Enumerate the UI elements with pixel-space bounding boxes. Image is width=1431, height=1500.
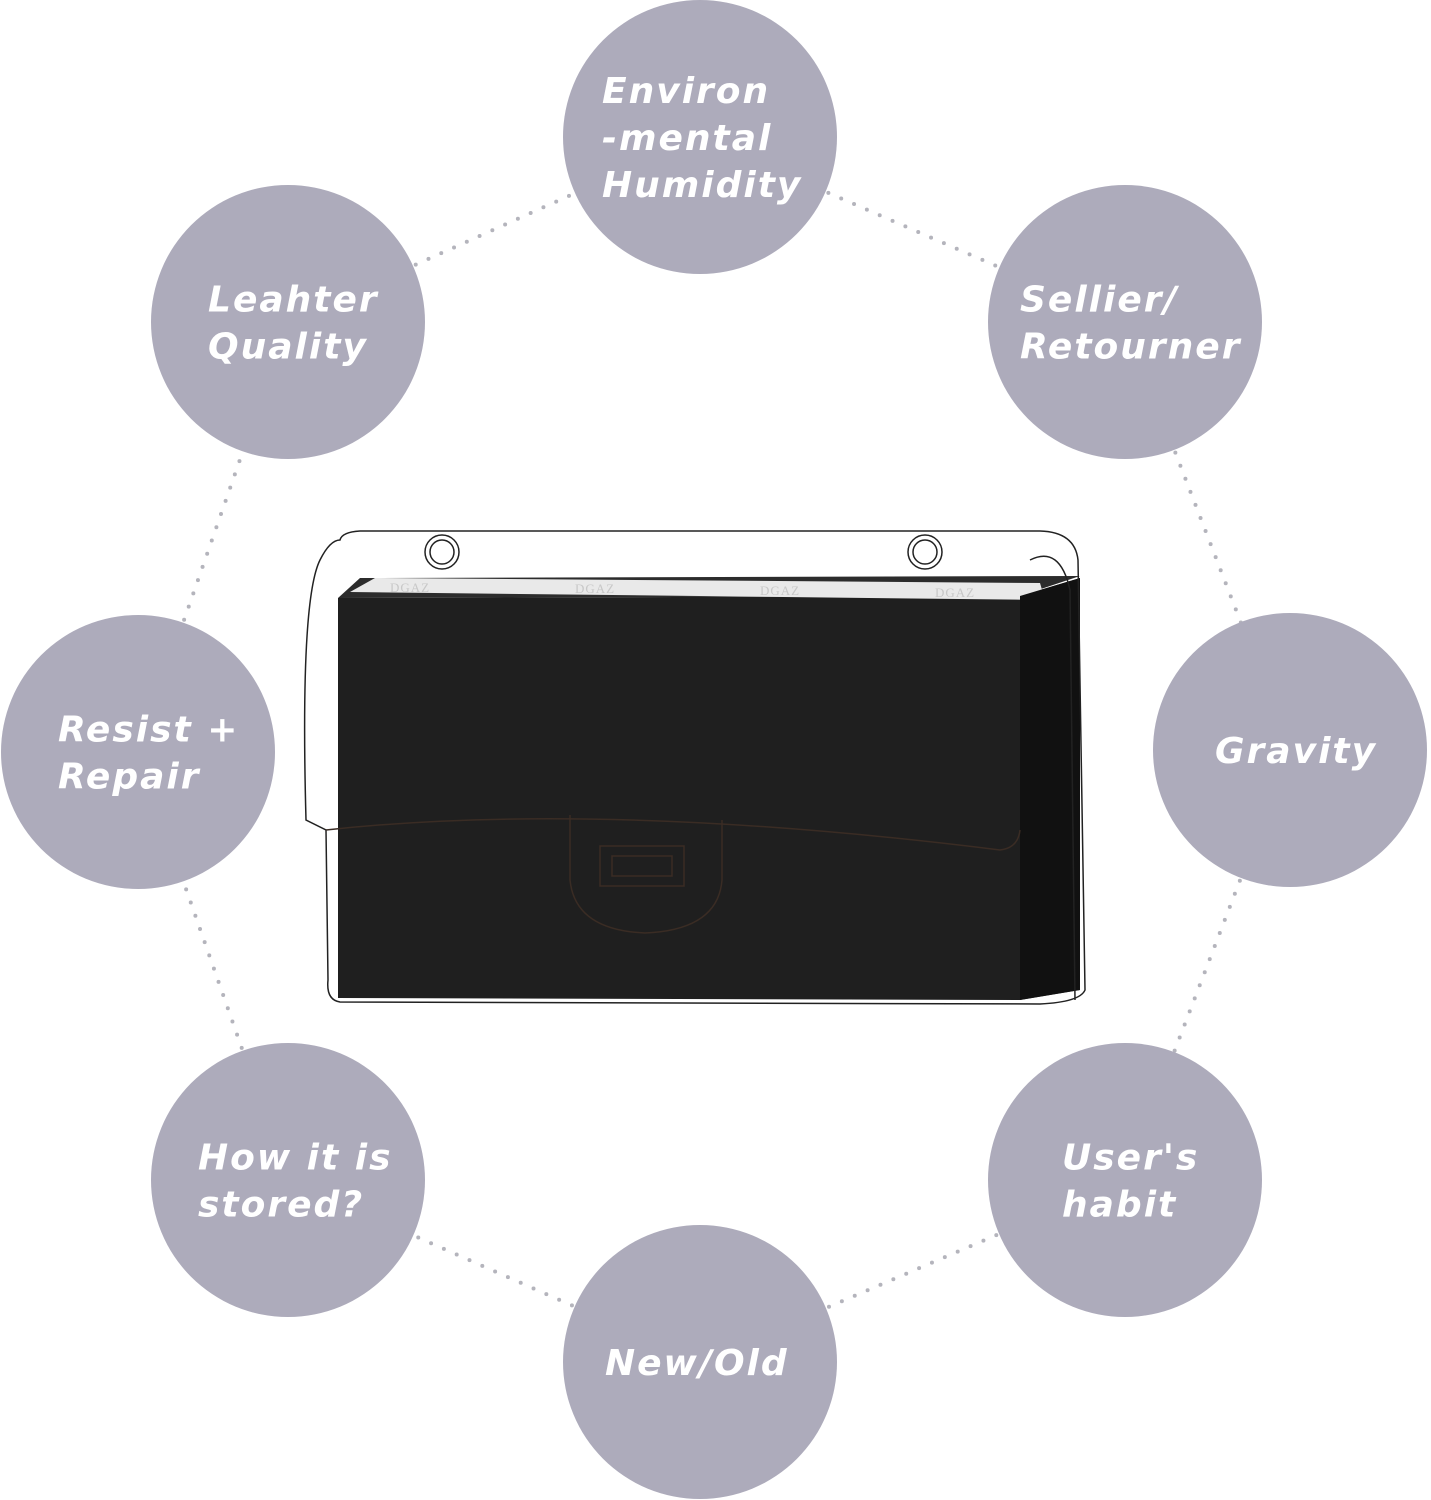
eyelet-icon xyxy=(424,534,460,570)
factor-label-line: Quality xyxy=(208,327,368,368)
factor-circle xyxy=(563,0,837,274)
dotted-connector xyxy=(286,1178,702,1364)
logo-strip xyxy=(350,578,1045,600)
factor-label-line: How it is xyxy=(198,1138,393,1179)
factor-circle xyxy=(1153,613,1427,887)
bag-side xyxy=(1020,578,1080,1000)
factor-circle xyxy=(1,615,275,889)
logo-text: DGAZ xyxy=(935,585,975,600)
factor-sellier-retourner: Sellier/Retourner xyxy=(988,185,1262,459)
factor-circle xyxy=(151,185,425,459)
factor-label-line: habit xyxy=(1062,1185,1177,1226)
logo-text: DGAZ xyxy=(760,583,800,598)
factor-label-line: New/Old xyxy=(605,1343,789,1384)
turn-lock-icon xyxy=(599,845,685,887)
bag-insert-illustration: DGAZ DGAZ DGAZ DGAZ xyxy=(303,530,1086,1005)
factor-users-habit: User's habit xyxy=(988,1043,1262,1317)
factor-gravity: Gravity xyxy=(1153,613,1427,887)
factor-circle xyxy=(988,1043,1262,1317)
factor-label-line: Leahter xyxy=(208,280,379,321)
factor-label-line: Repair xyxy=(58,757,201,798)
logo-text: DGAZ xyxy=(575,581,615,596)
factor-label-line: User's xyxy=(1062,1138,1199,1179)
factor-circle xyxy=(988,185,1262,459)
factor-label-line: Sellier/ xyxy=(1020,280,1180,321)
factor-label-line: -mental xyxy=(602,118,772,159)
factor-label-line: Environ xyxy=(602,71,770,112)
factor-label-line: Resist + xyxy=(58,710,239,751)
factor-label-line: stored? xyxy=(198,1185,364,1226)
eyelet-icon xyxy=(907,534,943,570)
factor-circle xyxy=(151,1043,425,1317)
factor-label-line: Gravity xyxy=(1215,731,1377,772)
factor-new-old: New/Old xyxy=(563,1225,837,1499)
flap-tab xyxy=(569,815,723,934)
factor-label-line: Humidity xyxy=(602,165,802,206)
factor-circle xyxy=(563,1225,837,1499)
factor-resist-repair: Resist + Repair xyxy=(1,615,275,889)
logo-text: DGAZ xyxy=(390,580,430,595)
factor-how-stored: How it is stored? xyxy=(151,1043,425,1317)
factor-label-line: Retourner xyxy=(1020,327,1242,368)
bag-body xyxy=(338,578,1080,1000)
